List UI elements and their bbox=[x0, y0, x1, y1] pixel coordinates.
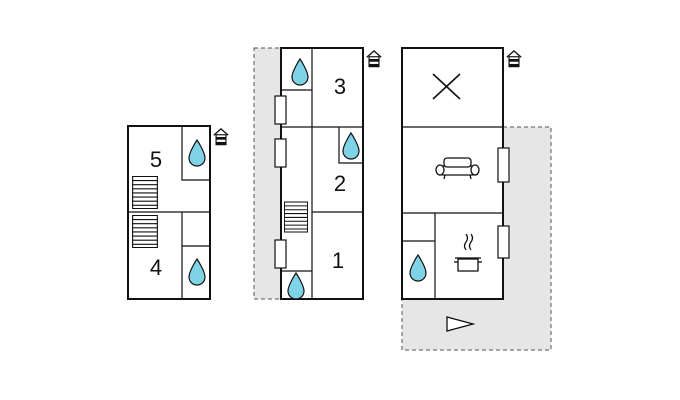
outdoor-area bbox=[401, 126, 552, 351]
window bbox=[274, 239, 287, 269]
window bbox=[497, 147, 510, 183]
floor-middle-outline bbox=[280, 47, 364, 300]
terrace-arrow-icon bbox=[446, 316, 476, 332]
room-label-4: 4 bbox=[150, 255, 162, 280]
void-cross-icon bbox=[432, 73, 461, 100]
sofa-icon bbox=[435, 157, 480, 180]
wall bbox=[181, 126, 210, 181]
cooking-pot-icon bbox=[454, 233, 482, 272]
floor-indicator-icon bbox=[365, 50, 383, 68]
floor-middle: 3 2 1 bbox=[253, 47, 383, 300]
stairs-icon bbox=[132, 176, 158, 209]
floor-indicator-icon bbox=[505, 50, 523, 68]
window bbox=[497, 225, 510, 259]
wall bbox=[338, 127, 363, 164]
floor-indicator-icon bbox=[212, 128, 230, 146]
floor-right bbox=[401, 47, 552, 351]
room-label-1: 1 bbox=[332, 248, 344, 273]
window bbox=[274, 95, 287, 125]
room-label-2: 2 bbox=[334, 171, 346, 196]
stairs-icon bbox=[284, 201, 308, 233]
floor-left: 5 4 bbox=[127, 125, 230, 300]
room-label-5: 5 bbox=[150, 147, 162, 172]
room-label-3: 3 bbox=[334, 74, 346, 99]
stairs-icon bbox=[132, 215, 158, 248]
window bbox=[274, 138, 287, 168]
